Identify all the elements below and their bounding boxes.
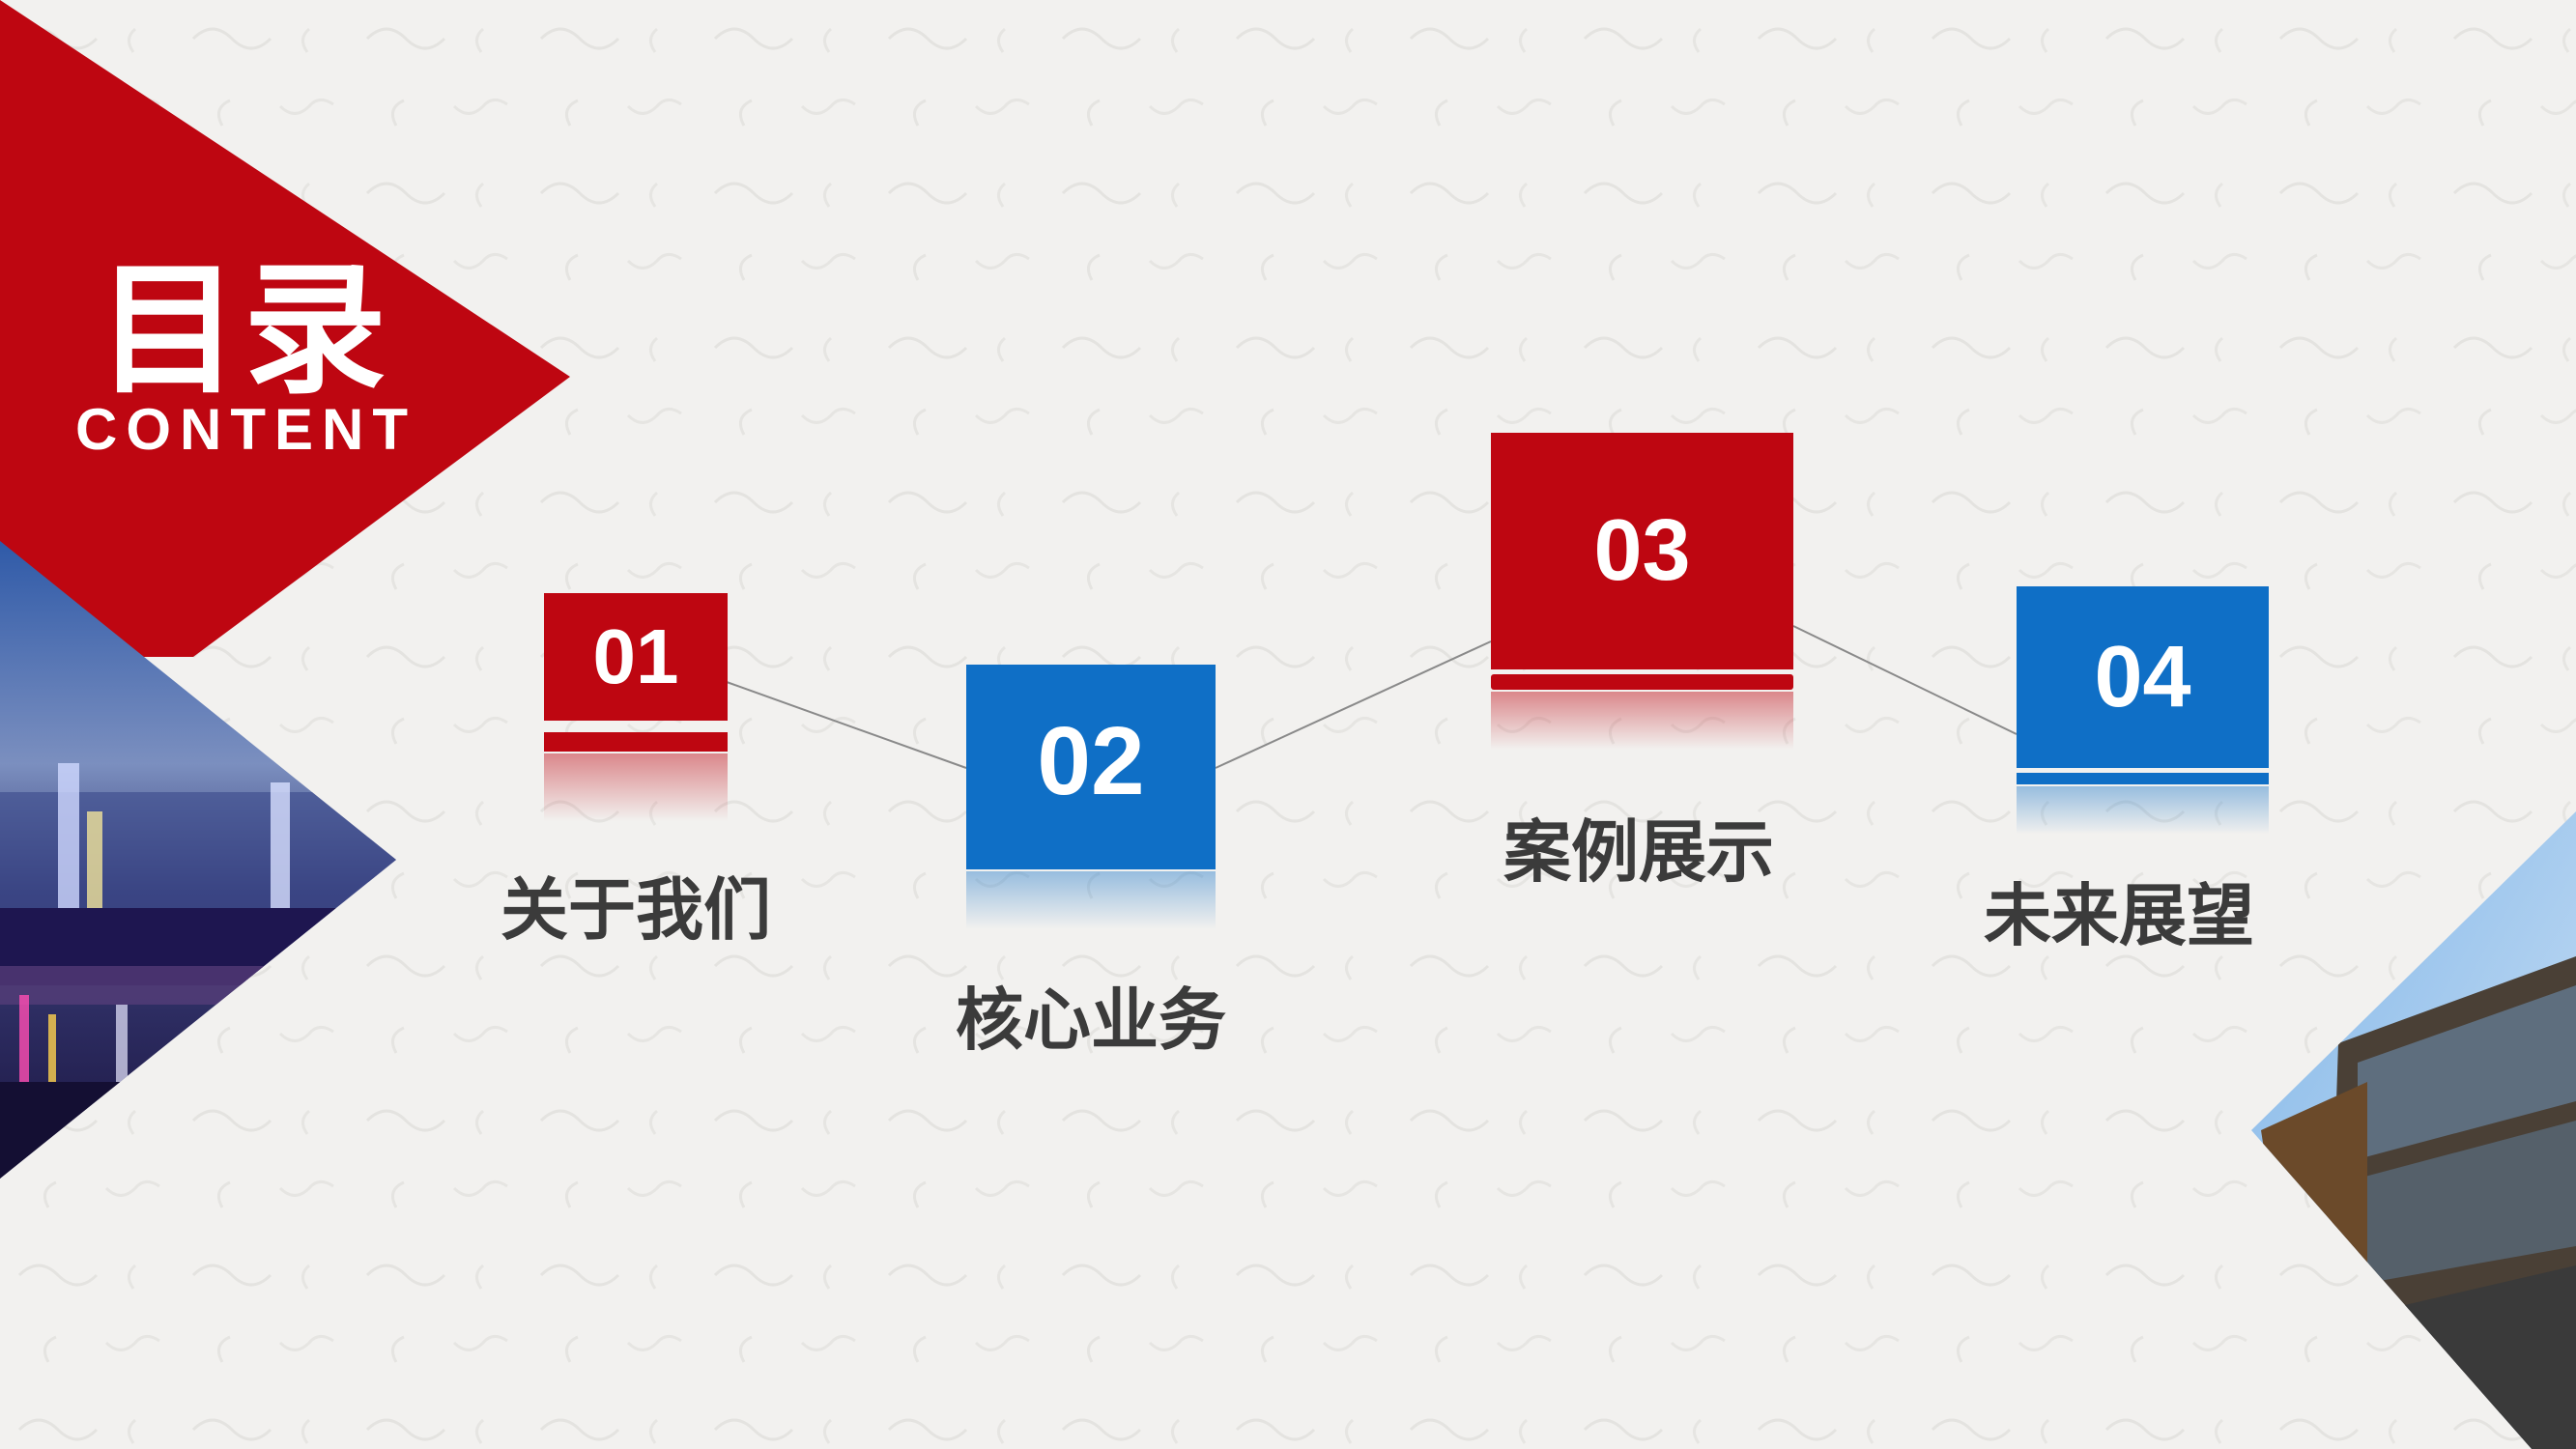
- item-02-underline: [966, 858, 1216, 869]
- red-triangle-banner: [0, 0, 570, 657]
- item-02-label: 核心业务: [956, 980, 1226, 1060]
- item-03-underline: [1491, 674, 1793, 690]
- item-03-reflection: [1491, 692, 1793, 750]
- city-night-photo: [0, 541, 396, 1179]
- item-02-reflection: [966, 871, 1216, 929]
- toc-title-cn: 目录: [97, 247, 390, 413]
- item-02-number-box: 02: [966, 665, 1216, 858]
- building-photo: [2251, 811, 2576, 1449]
- item-04-number-box: 04: [2017, 586, 2269, 768]
- item-04-label: 未来展望: [1984, 876, 2254, 955]
- item-03-label: 案例展示: [1503, 812, 1774, 892]
- item-01-reflection: [544, 753, 728, 821]
- item-03-number-box: 03: [1491, 433, 1793, 669]
- item-04-reflection: [2017, 786, 2269, 835]
- item-04-underline: [2017, 773, 2269, 784]
- toc-title-en: CONTENT: [75, 397, 416, 462]
- item-01-underline: [544, 732, 728, 752]
- item-01-label: 关于我们: [501, 870, 771, 950]
- item-01-number-box: 01: [544, 593, 728, 721]
